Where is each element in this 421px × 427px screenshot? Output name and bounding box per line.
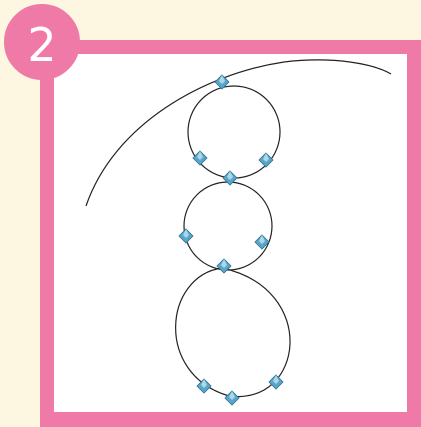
bead-group — [178, 74, 284, 406]
crystal-bead — [268, 374, 284, 390]
crystal-bead — [254, 234, 270, 250]
crystal-bead — [216, 258, 232, 274]
crystal-bead — [178, 228, 194, 244]
crystal-bead — [196, 378, 212, 394]
step-photo — [54, 54, 407, 412]
crystal-bead — [214, 74, 230, 90]
wire-loop-bottom — [175, 267, 291, 398]
wire-loop-middle — [183, 181, 273, 271]
crystal-bead — [258, 152, 274, 168]
crystal-bead — [222, 170, 238, 186]
crystal-bead — [224, 390, 240, 406]
step-number-badge: 2 — [4, 4, 80, 80]
wire-arc — [85, 59, 392, 207]
beaded-wire-illustration — [85, 59, 392, 406]
crystal-bead — [192, 150, 208, 166]
